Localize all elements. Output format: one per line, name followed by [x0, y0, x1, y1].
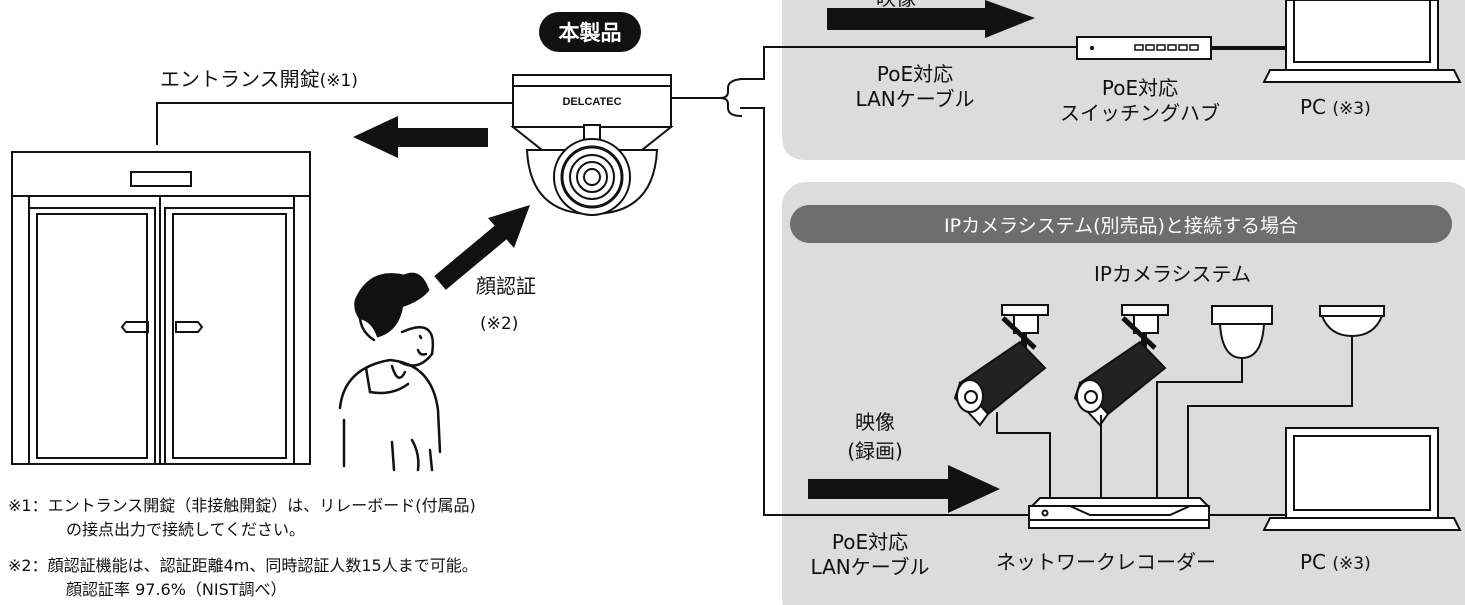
- pc-label-upper: PC (※3): [1300, 95, 1371, 122]
- poe-hub-label: PoE対応 スイッチングハブ: [1040, 76, 1240, 126]
- ip-camera-bullet-1: [953, 304, 1049, 427]
- laptop-upper: [1262, 0, 1462, 83]
- person-illustration: [338, 272, 442, 472]
- poe-hub-line2: スイッチングハブ: [1060, 101, 1220, 125]
- ip-system-banner: IPカメラシステム(別売品)と接続する場合: [790, 205, 1452, 243]
- face-auth-label: 顔認証: [476, 274, 536, 298]
- poe-cable-label-lower: PoE対応 LANケーブル: [800, 530, 940, 580]
- cable-split-brace: [719, 78, 743, 117]
- camera-wires: [996, 336, 1353, 498]
- pc-label-lower: PC (※3): [1300, 550, 1371, 577]
- poe-cable-line2: LANケーブル: [855, 87, 975, 111]
- footnote-2-cont: 顔認証率 97.6%（NIST調べ）: [66, 580, 287, 599]
- pc-note: (※3): [1332, 99, 1371, 119]
- cable-to-hub: [740, 46, 1077, 80]
- poe-cable-label-upper: PoE対応 LANケーブル: [845, 62, 985, 112]
- video-line1: 映像: [855, 410, 895, 434]
- dome-camera: [510, 74, 674, 216]
- entrance-note: (※1): [319, 71, 358, 91]
- network-recorder: [1028, 497, 1211, 529]
- recorder-label: ネットワークレコーダー: [996, 550, 1216, 574]
- video-line2: (録画): [847, 439, 903, 463]
- switching-hub: [1076, 36, 1212, 60]
- video-label-upper: 映像: [876, 0, 916, 11]
- laptop-lower: [1262, 427, 1462, 531]
- ip-system-label: IPカメラシステム: [1094, 262, 1251, 286]
- unlock-arrow: [353, 116, 488, 158]
- entrance-unlock-label: エントランス開錠(※1): [160, 67, 358, 94]
- video-arrow-upper: [827, 0, 1035, 38]
- video-arrow-lower: [808, 465, 1000, 513]
- pc-lower-note: (※3): [1332, 554, 1371, 574]
- face-auth-arrow: [434, 205, 530, 290]
- product-badge: 本製品: [539, 12, 641, 52]
- poe-cable-lower-line2: LANケーブル: [810, 555, 930, 579]
- footnote-2: ※2：顔認証機能は、認証距離4m、同時認証人数15人まで可能。: [8, 556, 478, 575]
- pc-lower-text: PC: [1300, 550, 1327, 574]
- poe-cable-lower-line1: PoE対応: [831, 530, 909, 554]
- video-label-lower: 映像 (録画): [820, 410, 930, 464]
- face-auth-note: (※2): [480, 314, 519, 334]
- footnote-1-cont: の接点出力で接続してください。: [66, 520, 306, 539]
- pc-label-text: PC: [1300, 95, 1327, 119]
- poe-cable-line1: PoE対応: [876, 62, 954, 86]
- relay-wire: [156, 102, 514, 145]
- ip-camera-dome-1: [1211, 305, 1273, 360]
- entrance-label-text: エントランス開錠: [160, 67, 320, 91]
- cable-to-recorder: [740, 107, 1029, 516]
- poe-hub-line1: PoE対応: [1101, 76, 1179, 100]
- footnote-1: ※1：エントランス開錠（非接触開錠）は、リレーボード(付属品): [8, 496, 476, 515]
- camera-brand-text: DELCATEC: [562, 96, 621, 108]
- entrance-door: [11, 151, 311, 465]
